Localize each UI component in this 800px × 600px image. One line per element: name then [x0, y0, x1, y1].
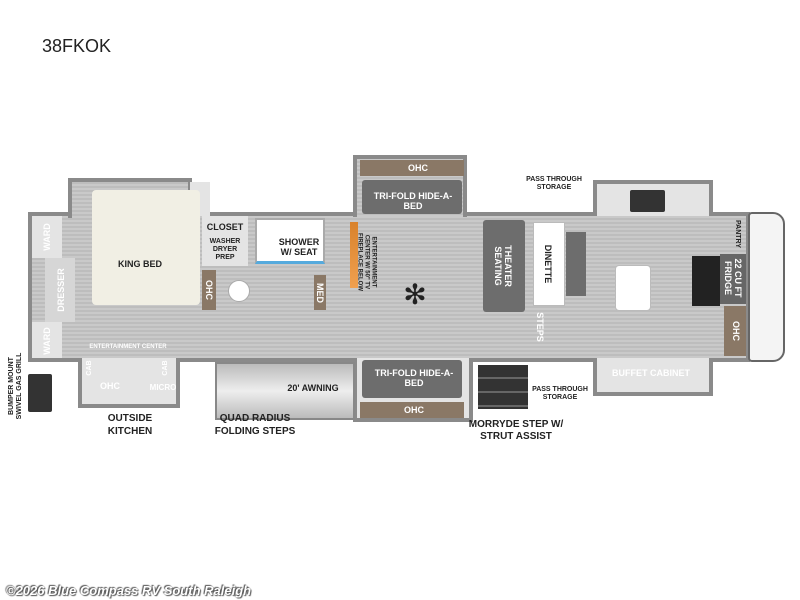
outside-kitchen-box — [78, 358, 180, 408]
label-awning: 20' AWNING — [287, 383, 339, 393]
toilet-icon — [228, 280, 250, 302]
fridge — [692, 256, 720, 306]
entry-steps — [478, 365, 528, 409]
grill — [28, 374, 52, 412]
label-ohc-bottom: OHC — [404, 405, 424, 415]
label-pantry: PANTRY — [734, 220, 741, 248]
label-closet: CLOSET — [206, 222, 244, 232]
label-dinette: DINETTE — [543, 244, 553, 284]
label-king-bed: KING BED — [117, 259, 163, 269]
label-cab-right: CAB — [162, 360, 169, 376]
label-ward: WARD — [42, 223, 52, 251]
label-dresser: DRESSER — [56, 268, 66, 312]
kitchen-island — [615, 265, 651, 311]
stove-icon — [630, 190, 665, 212]
label-buffet-cabinet: BUFFET CABINET — [612, 368, 690, 378]
label-grill: BUMPER MOUNT SWIVEL GAS GRILL — [8, 352, 23, 420]
label-ward: WARD — [42, 327, 52, 355]
med-cabinet — [314, 275, 326, 310]
label-morryde: MORRYDE STEP W/ STRUT ASSIST — [468, 419, 564, 442]
fridge-label-bg — [720, 254, 746, 304]
theater-seating — [483, 220, 525, 312]
label-outside-kitchen: OUTSIDE KITCHEN — [107, 413, 153, 437]
label-hide-bed-top: TRI-FOLD HIDE-A-BED — [373, 191, 453, 211]
label-theater-seating: THEATER SEATING — [493, 245, 513, 287]
label-pass-through-top: PASS THROUGH STORAGE — [526, 176, 582, 191]
label-outside-ohc: OHC — [100, 381, 120, 391]
closet — [202, 216, 248, 266]
front-cap — [748, 212, 785, 362]
ohc-bottom-cabinet — [360, 402, 464, 418]
dinette-chairs — [566, 232, 586, 296]
model-title: 38FKOK — [42, 36, 112, 56]
label-fridge: 22 CU FT FRIDGE — [723, 258, 743, 298]
awning-area — [215, 362, 355, 420]
ceiling-fan-icon: ✻ — [403, 279, 427, 310]
label-quad-steps: QUAD RADIUS FOLDING STEPS — [214, 413, 296, 437]
king-bed — [92, 190, 200, 305]
label-washer-dryer: WASHER DRYER PREP — [209, 238, 241, 261]
label-steps: STEPS — [535, 312, 545, 342]
wardrobe-top — [32, 216, 62, 258]
label-entertainment-tv: ENTERTAINMENT CENTER W/ 50" TV FIREPLACE… — [356, 233, 377, 291]
buffet-slide — [593, 358, 713, 396]
label-shower: SHOWER W/ SEAT — [278, 237, 320, 257]
wardrobe-bottom — [32, 322, 62, 358]
ohc-top-cabinet — [360, 160, 464, 176]
label-cab-left: CAB — [86, 360, 93, 376]
label-micro: MICRO — [149, 383, 177, 392]
bath-ohc — [202, 270, 216, 310]
label-pass-through-bottom: PASS THROUGH STORAGE — [532, 386, 588, 401]
label-hide-bed-bottom: TRI-FOLD HIDE-A-BED — [374, 368, 454, 388]
hide-bed-top — [362, 180, 462, 214]
label-bedroom-entertainment: ENTERTAINMENT CENTER — [89, 344, 167, 350]
dinette-table — [533, 222, 565, 306]
label-front-ohc: OHC — [731, 321, 741, 341]
footer-watermark: ©2026 Blue Compass RV South Raleigh — [6, 583, 252, 598]
label-med: MED — [315, 283, 325, 303]
label-ohc-top: OHC — [408, 163, 428, 173]
shower — [255, 218, 325, 264]
front-ohc — [724, 306, 746, 356]
hide-bed-bottom — [362, 360, 462, 398]
label-bath-ohc: OHC — [204, 280, 214, 300]
fireplace — [350, 222, 358, 288]
dresser — [45, 258, 75, 322]
